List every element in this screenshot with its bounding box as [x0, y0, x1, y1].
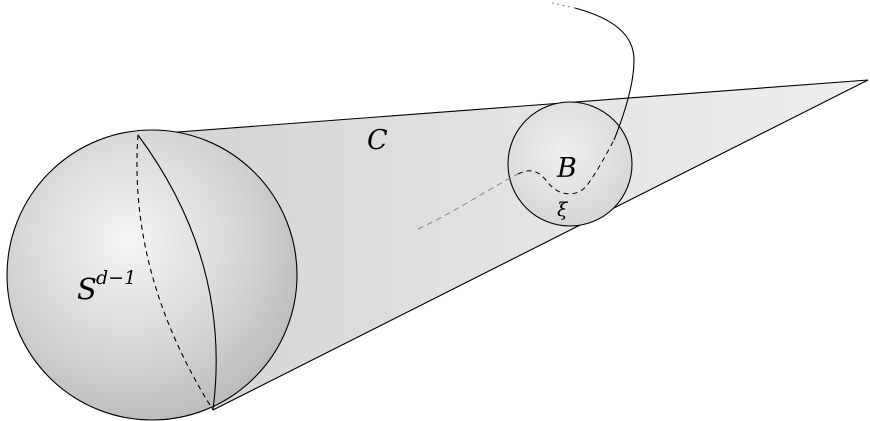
sphere-cap-front-arc	[137, 134, 217, 411]
path-dotted-tail	[551, 2, 576, 9]
path-solid-segment	[574, 7, 635, 141]
cone-lower-edge	[212, 79, 869, 411]
label-sphere-s: S	[77, 272, 97, 306]
sphere-cap-back-arc	[136, 134, 214, 411]
label-sphere-exponent: d−1	[96, 267, 136, 289]
sphere-main	[6, 129, 298, 421]
path-inside-ball-segment	[517, 139, 615, 195]
ball-b	[507, 101, 633, 227]
label-cone-c: C	[367, 125, 388, 156]
cone-upper-edge	[137, 79, 869, 136]
label-point-xi: ξ	[557, 199, 569, 221]
path-gray-dashed-segment	[417, 173, 519, 230]
cone-body	[138, 80, 868, 410]
label-ball-b: B	[556, 153, 577, 184]
